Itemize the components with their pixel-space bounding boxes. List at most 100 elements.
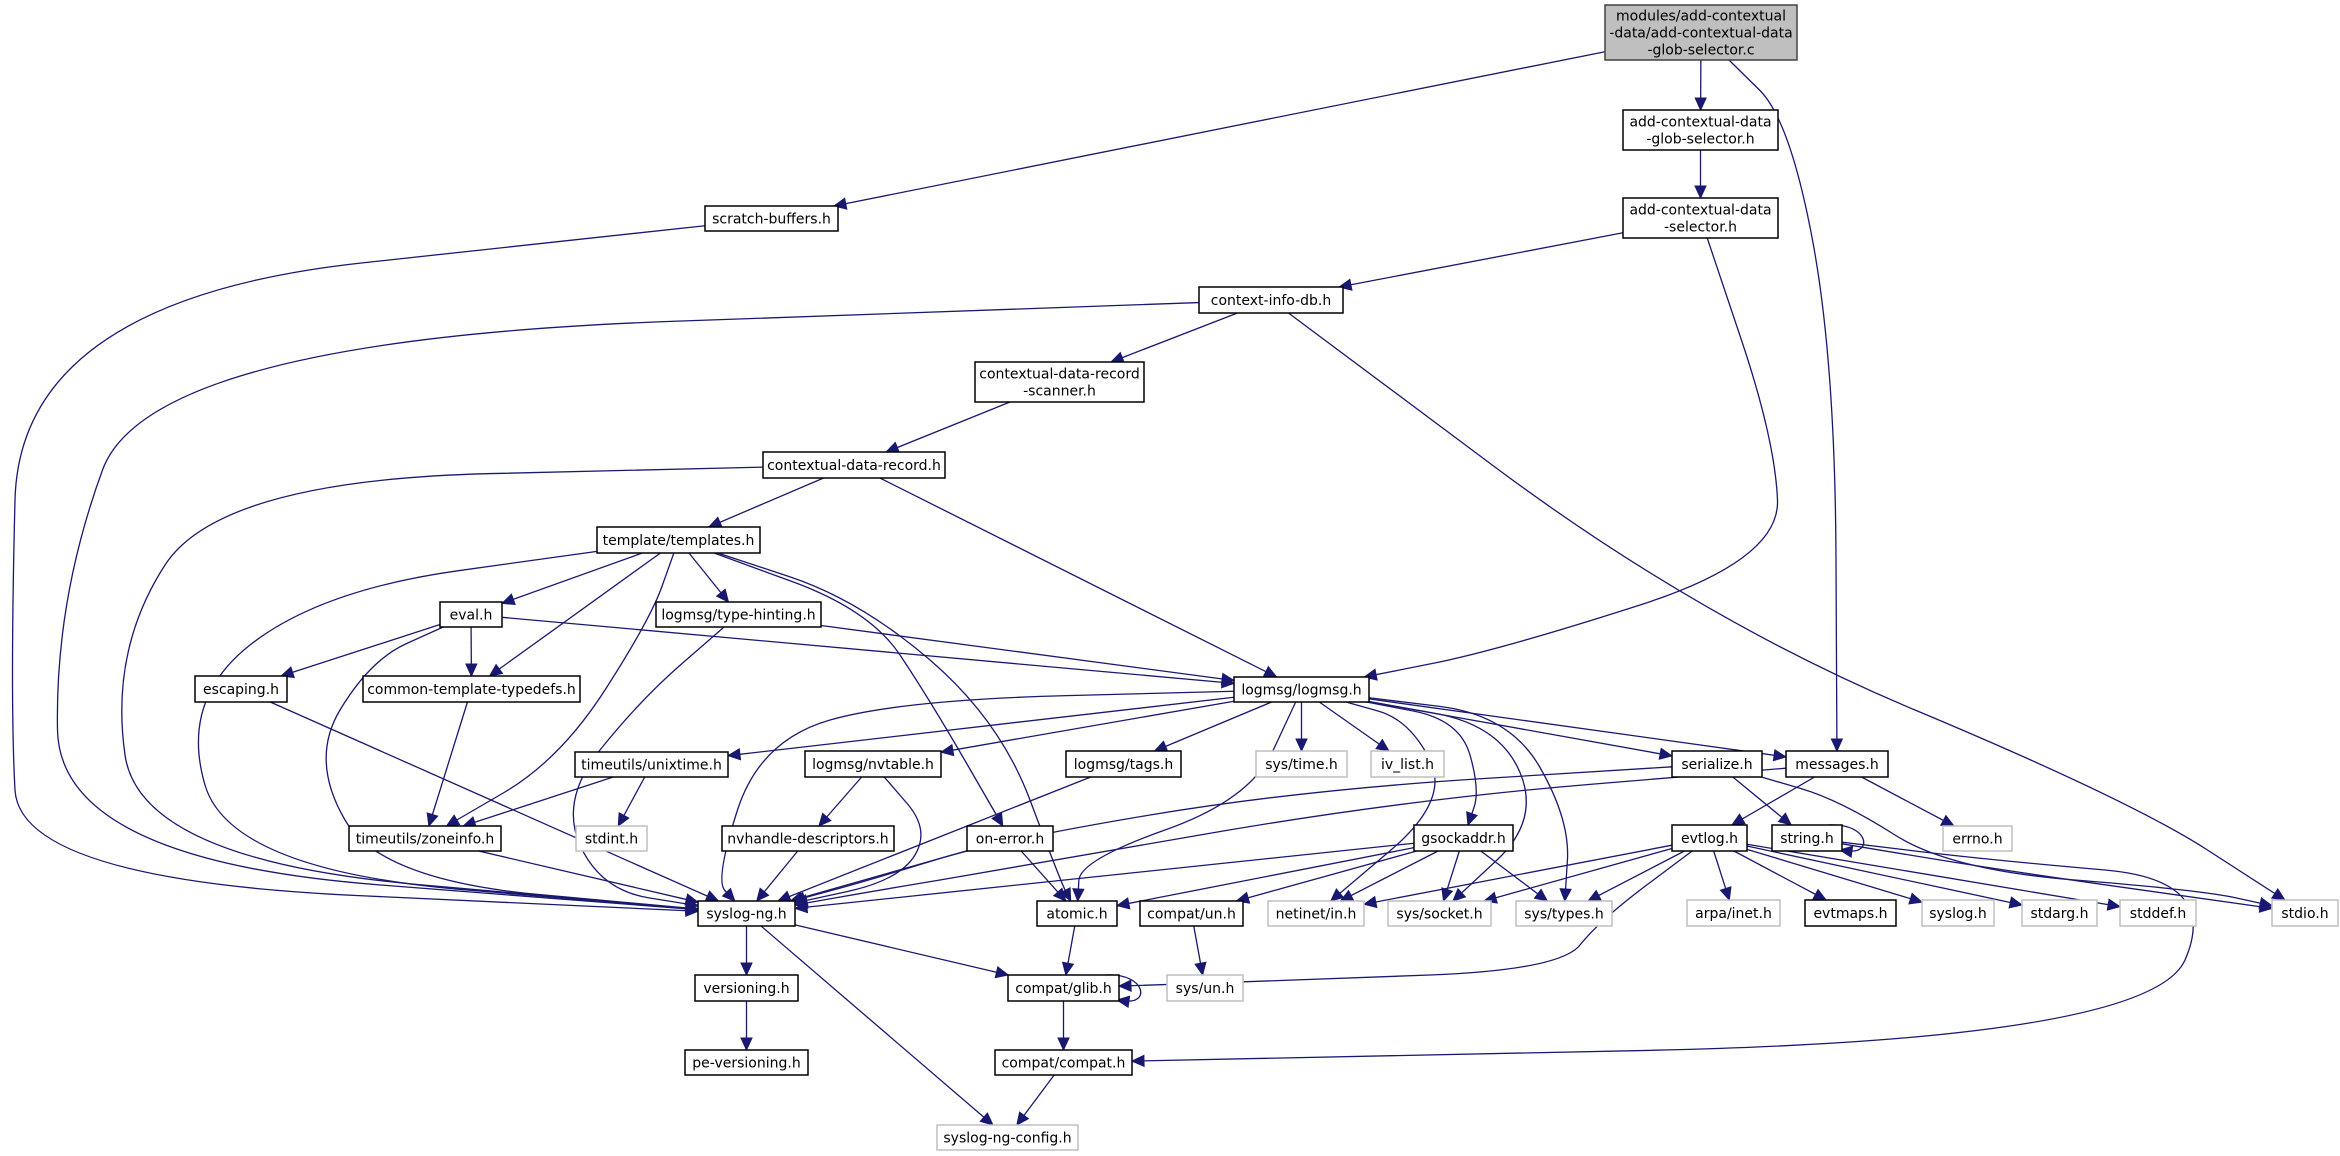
edge-evtlog-to-syslogh (1746, 848, 1924, 905)
node-box[interactable] (1233, 676, 1370, 703)
node-sel_h[interactable]: add-contextual-data-selector.h (1622, 197, 1779, 239)
node-evtlog[interactable]: evtlog.h (1671, 824, 1748, 852)
node-typehint[interactable]: logmsg/type-hinting.h (655, 601, 822, 628)
node-box[interactable] (1166, 974, 1244, 1002)
node-messages[interactable]: messages.h (1785, 750, 1889, 778)
node-box[interactable] (2271, 899, 2339, 927)
node-glob_sel_h[interactable]: add-contextual-data-glob-selector.h (1622, 109, 1779, 151)
node-nvtable[interactable]: logmsg/nvtable.h (804, 750, 942, 778)
node-errno[interactable]: errno.h (1942, 825, 2013, 852)
node-box[interactable] (1671, 750, 1763, 778)
node-stddef[interactable]: stddef.h (2119, 899, 2197, 927)
node-recscan[interactable]: contextual-data-record-scanner.h (974, 361, 1145, 403)
node-box[interactable] (575, 825, 648, 852)
node-rec[interactable]: contextual-data-record.h (762, 451, 946, 479)
node-box[interactable] (1255, 750, 1348, 778)
node-box[interactable] (596, 526, 761, 554)
node-box[interactable] (1604, 4, 1798, 61)
node-box[interactable] (1036, 900, 1118, 927)
node-box[interactable] (655, 601, 822, 628)
node-ctypedefs[interactable]: common-template-typedefs.h (362, 675, 581, 703)
node-tags[interactable]: logmsg/tags.h (1065, 750, 1182, 778)
node-box[interactable] (1686, 899, 1781, 927)
node-stdio[interactable]: stdio.h (2271, 899, 2339, 927)
node-label: sys/types.h (1524, 907, 1603, 923)
node-systime[interactable]: sys/time.h (1255, 750, 1348, 778)
arrowhead-icon (617, 812, 630, 828)
node-templates[interactable]: template/templates.h (596, 526, 761, 554)
node-box[interactable] (762, 451, 946, 479)
node-box[interactable] (936, 1124, 1079, 1151)
node-label: modules/add-contextual (1616, 9, 1786, 25)
node-netinet[interactable]: netinet/in.h (1267, 900, 1365, 927)
node-string[interactable]: string.h (1771, 824, 1843, 852)
node-box[interactable] (1622, 109, 1779, 151)
node-eval[interactable]: eval.h (439, 601, 503, 628)
node-syslogh[interactable]: syslog.h (1921, 899, 1995, 927)
node-box[interactable] (994, 1049, 1133, 1076)
node-box[interactable] (684, 1049, 809, 1076)
node-box[interactable] (2119, 899, 2197, 927)
node-stdint[interactable]: stdint.h (575, 825, 648, 852)
node-escaping[interactable]: escaping.h (194, 675, 288, 703)
node-box[interactable] (1387, 900, 1492, 927)
node-box[interactable] (704, 205, 839, 232)
node-versioning[interactable]: versioning.h (694, 974, 799, 1002)
node-box[interactable] (1413, 824, 1514, 852)
node-scratch[interactable]: scratch-buffers.h (704, 205, 839, 232)
node-syssocket[interactable]: sys/socket.h (1387, 900, 1492, 927)
node-arpainet[interactable]: arpa/inet.h (1686, 899, 1781, 927)
node-evtmaps[interactable]: evtmaps.h (1804, 899, 1897, 927)
node-serialize[interactable]: serialize.h (1671, 750, 1763, 778)
node-unixtime[interactable]: timeutils/unixtime.h (574, 751, 729, 778)
node-systypes[interactable]: sys/types.h (1515, 900, 1613, 927)
node-onerror[interactable]: on-error.h (966, 825, 1054, 852)
node-box[interactable] (1065, 750, 1182, 778)
node-box[interactable] (1804, 899, 1897, 927)
node-zoneinfo[interactable]: timeutils/zoneinfo.h (348, 825, 502, 852)
node-box[interactable] (194, 675, 288, 703)
node-box[interactable] (1267, 900, 1365, 927)
node-box[interactable] (1515, 900, 1613, 927)
node-compatglib[interactable]: compat/glib.h (1007, 974, 1120, 1002)
node-box[interactable] (694, 974, 799, 1002)
node-box[interactable] (804, 750, 942, 778)
node-box[interactable] (1370, 750, 1445, 778)
node-peversioning[interactable]: pe-versioning.h (684, 1049, 809, 1076)
node-box[interactable] (348, 825, 502, 852)
edge-messages-to-syslogng (793, 767, 1787, 909)
node-ctxdb[interactable]: context-info-db.h (1198, 286, 1344, 314)
node-box[interactable] (1785, 750, 1889, 778)
node-box[interactable] (974, 361, 1145, 403)
node-box[interactable] (1771, 824, 1843, 852)
node-box[interactable] (2021, 899, 2098, 927)
node-box[interactable] (1671, 824, 1748, 852)
node-ivlist[interactable]: iv_list.h (1370, 750, 1445, 778)
edge-logmsg-to-gsockaddr (1366, 701, 1478, 827)
node-box[interactable] (697, 900, 796, 927)
node-stdarg[interactable]: stdarg.h (2021, 899, 2098, 927)
node-box[interactable] (574, 751, 729, 778)
node-gsockaddr[interactable]: gsockaddr.h (1413, 824, 1514, 852)
edge-evtlog-to-evtmaps (1733, 850, 1828, 901)
node-root[interactable]: modules/add-contextual-data/add-contextu… (1604, 4, 1798, 61)
node-box[interactable] (1942, 825, 2013, 852)
node-box[interactable] (966, 825, 1054, 852)
node-box[interactable] (1139, 900, 1244, 927)
node-box[interactable] (1198, 286, 1344, 314)
node-box[interactable] (362, 675, 581, 703)
node-atomic[interactable]: atomic.h (1036, 900, 1118, 927)
node-box[interactable] (1007, 974, 1120, 1002)
node-compatun[interactable]: compat/un.h (1139, 900, 1244, 927)
node-logmsg[interactable]: logmsg/logmsg.h (1233, 676, 1370, 703)
node-box[interactable] (1921, 899, 1995, 927)
node-sysun[interactable]: sys/un.h (1166, 974, 1244, 1002)
node-syslogng[interactable]: syslog-ng.h (697, 900, 796, 927)
node-box[interactable] (1622, 197, 1779, 239)
node-compatcompat[interactable]: compat/compat.h (994, 1049, 1133, 1076)
node-config[interactable]: syslog-ng-config.h (936, 1124, 1079, 1151)
node-box[interactable] (439, 601, 503, 628)
edge-line (1587, 850, 1685, 902)
node-box[interactable] (721, 825, 895, 852)
node-nvhandle[interactable]: nvhandle-descriptors.h (721, 825, 895, 852)
